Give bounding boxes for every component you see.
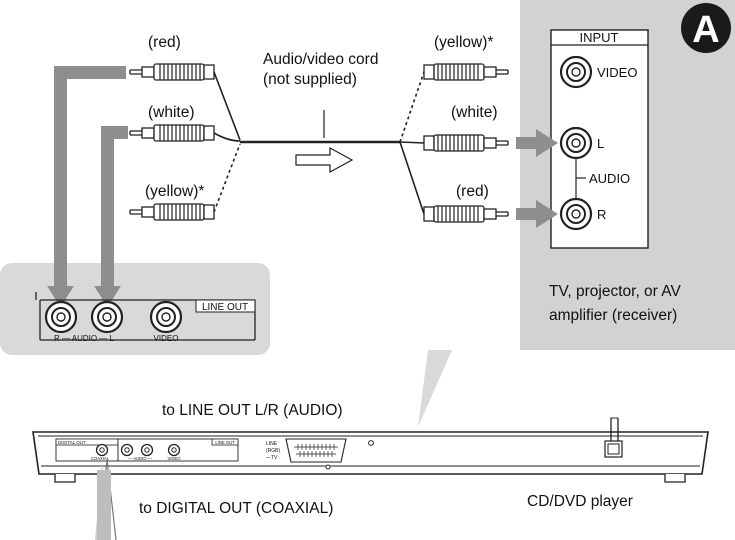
- to-line-out-label: to LINE OUT L/R (AUDIO): [162, 402, 343, 419]
- zoom-audio-sublabel: R — AUDIO — L: [54, 334, 115, 343]
- label-cord-line1: Audio/video cord: [263, 51, 378, 68]
- audio-left-label: L: [597, 136, 604, 151]
- cd-dvd-player: DIGITAL OUT COAXIAL LINE OUT — AUDIO — V…: [32, 417, 709, 483]
- audio-bracket-label: AUDIO: [589, 171, 630, 186]
- tv-caption-line2: amplifier (receiver): [549, 307, 677, 324]
- player-digital-out-label: DIGITAL OUT: [58, 440, 86, 445]
- video-input-label: VIDEO: [597, 65, 637, 80]
- label-yellow-right: (yellow)*: [434, 34, 493, 51]
- input-panel-title: INPUT: [580, 30, 619, 45]
- zoom-audio-r-jack-icon: [44, 300, 78, 334]
- zoomed-line-out-panel: LINE OUT R — AUDIO — L VIDEO: [35, 292, 256, 343]
- arrow-to-tv-left: [516, 129, 558, 157]
- label-yellow-left: (yellow)*: [145, 183, 204, 200]
- screw-icon: [325, 464, 331, 470]
- arrow-red-to-jack: [47, 66, 126, 307]
- svg-text:A: A: [692, 9, 719, 51]
- audio-right-label: R: [597, 207, 606, 222]
- label-white-left: (white): [148, 104, 195, 121]
- signal-direction-arrow-icon: [295, 146, 354, 174]
- zoom-video-jack-icon: [149, 300, 183, 334]
- label-red-right: (red): [456, 183, 489, 200]
- label-cord-line2: (not supplied): [263, 71, 357, 88]
- player-scart-label-1: LINE: [266, 441, 278, 447]
- left-plug-yellow-icon: [129, 203, 215, 221]
- zoom-video-sublabel: VIDEO: [154, 334, 179, 343]
- player-scart-label-2: (RGB): [266, 448, 281, 454]
- tv-caption-line1: TV, projector, or AV: [549, 283, 681, 300]
- player-line-out-label: LINE OUT: [215, 440, 235, 445]
- panel-badge: A: [681, 3, 731, 53]
- screw-icon: [368, 440, 374, 446]
- power-cord-icon: [604, 417, 623, 458]
- audio-left-input-jack-icon: [559, 126, 593, 160]
- arrow-white-to-jack: [94, 126, 128, 307]
- arrow-to-tv-right: [516, 200, 558, 228]
- tv-input-panel: INPUT VIDEO L R AUDIO: [550, 29, 649, 249]
- zoom-line-out-label: LINE OUT: [202, 302, 248, 313]
- zoom-audio-l-jack-icon: [90, 300, 124, 334]
- player-coaxial-jack-icon: [95, 443, 109, 457]
- player-audio-r-jack-icon: [120, 443, 134, 457]
- right-plug-red-icon: [423, 205, 509, 223]
- player-scart-label-3: —TV: [266, 455, 278, 461]
- right-plug-yellow-icon: [423, 63, 509, 81]
- player-audio-l-jack-icon: [140, 443, 154, 457]
- audio-right-input-jack-icon: [559, 197, 593, 231]
- coaxial-arrow-shaft: [97, 470, 111, 540]
- player-video-label: VIDEO: [167, 456, 181, 461]
- audio-video-cord: [213, 71, 425, 215]
- label-red-left: (red): [148, 34, 181, 51]
- left-plug-red-icon: [129, 63, 215, 81]
- scart-connector-icon: [285, 438, 347, 463]
- left-plug-white-icon: [129, 124, 215, 142]
- to-digital-out-label: to DIGITAL OUT (COAXIAL): [139, 500, 333, 517]
- video-input-jack-icon: [559, 55, 593, 89]
- right-plug-white-icon: [423, 134, 509, 152]
- player-video-jack-icon: [167, 443, 181, 457]
- player-coaxial-label: COAXIAL: [91, 456, 110, 461]
- player-caption: CD/DVD player: [527, 493, 633, 510]
- player-audio-label: — AUDIO —: [128, 456, 153, 461]
- label-white-right: (white): [451, 104, 498, 121]
